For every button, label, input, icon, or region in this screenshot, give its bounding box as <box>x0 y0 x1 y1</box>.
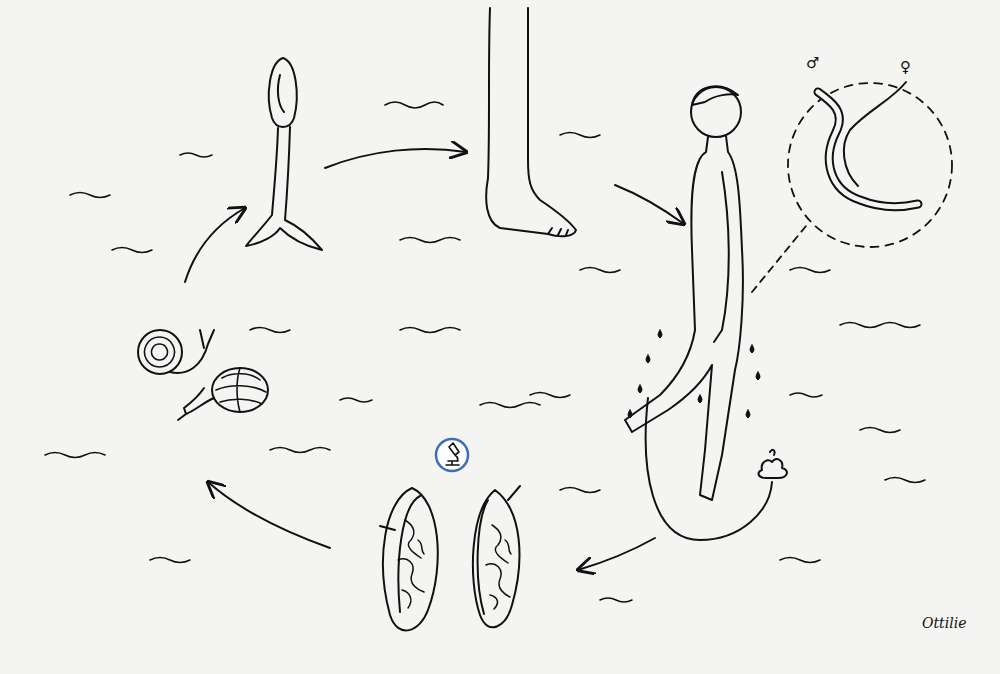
artist-signature: Ottilie <box>922 616 966 630</box>
female-worm <box>844 82 906 186</box>
miracidium-inside-egg <box>398 520 424 608</box>
snail-shell-spiral <box>145 337 175 367</box>
snail-shell-ridges <box>216 368 266 412</box>
snail-body <box>170 330 214 373</box>
cercaria-tail <box>246 127 322 250</box>
cycle-arrow <box>615 185 684 224</box>
cycle-arrow <box>325 149 466 168</box>
microscope-icon <box>446 443 459 465</box>
miracidium-inside-egg <box>486 525 511 609</box>
snail-shell <box>212 368 268 412</box>
human-hair <box>692 86 738 105</box>
excretion-curve <box>646 398 772 540</box>
feces <box>759 450 787 478</box>
snail-shell <box>138 330 182 374</box>
male-symbol: ♂ <box>806 56 819 71</box>
male-worm <box>818 92 918 207</box>
human-body <box>625 136 743 500</box>
water-ripples <box>45 102 925 602</box>
cercaria-head <box>269 58 297 127</box>
cycle-arrow <box>578 538 655 570</box>
cycle-arrow <box>208 482 330 548</box>
callout-circle <box>788 83 952 247</box>
drawing <box>45 8 952 630</box>
cycle-arrow <box>185 208 245 282</box>
human-leg-foot <box>486 8 576 236</box>
snail-body <box>178 388 214 420</box>
egg <box>473 486 520 627</box>
microscope-badge <box>436 439 468 471</box>
callout-leader <box>752 226 806 292</box>
human-head <box>691 87 741 137</box>
female-symbol: ♀ <box>900 60 911 75</box>
male-worm-inner <box>818 92 918 207</box>
egg <box>380 488 438 630</box>
